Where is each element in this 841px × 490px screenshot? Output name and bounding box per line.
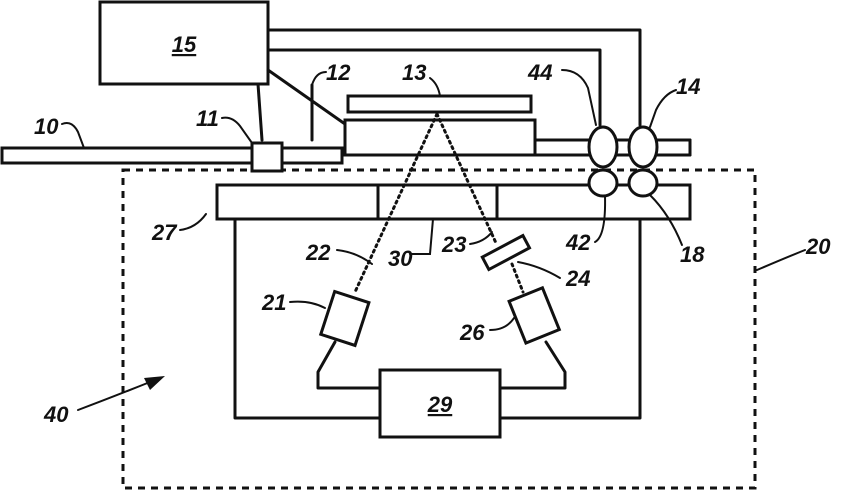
arrowhead-40 bbox=[144, 376, 165, 390]
label-27: 27 bbox=[151, 220, 178, 245]
leader-23 bbox=[470, 232, 492, 244]
label-22: 22 bbox=[305, 240, 331, 265]
label-14: 14 bbox=[676, 74, 700, 99]
leader-27 bbox=[180, 214, 206, 230]
beam-reflected bbox=[512, 264, 523, 292]
label-15: 15 bbox=[172, 32, 197, 57]
roller-42 bbox=[589, 170, 617, 196]
leader-10 bbox=[62, 123, 84, 148]
wire-15-to-11 bbox=[258, 84, 262, 140]
substrate-13 bbox=[348, 96, 531, 112]
wire-21-to-29 bbox=[318, 342, 380, 388]
mirror-24 bbox=[482, 236, 529, 270]
conveyor-segment bbox=[282, 148, 342, 163]
label-26: 26 bbox=[459, 320, 485, 345]
detector-26 bbox=[509, 288, 559, 343]
leader-13 bbox=[430, 78, 440, 96]
leader-30 bbox=[410, 219, 433, 254]
conveyor-10 bbox=[2, 148, 252, 163]
leader-11 bbox=[222, 118, 252, 143]
leader-44 bbox=[562, 70, 596, 125]
leader-21 bbox=[290, 302, 325, 308]
label-44: 44 bbox=[527, 60, 552, 85]
leader-12 bbox=[312, 72, 326, 85]
label-11: 11 bbox=[196, 106, 219, 131]
leader-14 bbox=[650, 90, 676, 127]
stage bbox=[345, 120, 535, 155]
leader-20 bbox=[757, 250, 805, 270]
leader-24 bbox=[518, 262, 560, 278]
wire-26-to-29 bbox=[500, 342, 565, 388]
leader-22 bbox=[337, 250, 372, 264]
leader-40 bbox=[78, 382, 150, 410]
label-29: 29 bbox=[427, 392, 453, 417]
leader-26 bbox=[490, 318, 514, 330]
roller-18 bbox=[629, 170, 657, 196]
label-30: 30 bbox=[388, 246, 413, 271]
label-21: 21 bbox=[261, 290, 286, 315]
sensor-11 bbox=[252, 143, 282, 171]
label-24: 24 bbox=[565, 266, 590, 291]
roller-14 bbox=[629, 127, 657, 167]
label-42: 42 bbox=[565, 230, 591, 255]
emitter-21 bbox=[321, 292, 369, 346]
platen-27 bbox=[217, 185, 690, 219]
label-18: 18 bbox=[680, 242, 705, 267]
label-10: 10 bbox=[34, 114, 59, 139]
label-20: 20 bbox=[805, 234, 831, 259]
label-23: 23 bbox=[441, 232, 466, 257]
label-12: 12 bbox=[326, 60, 351, 85]
roller-44 bbox=[589, 127, 617, 167]
label-40: 40 bbox=[43, 402, 69, 427]
label-13: 13 bbox=[402, 60, 426, 85]
